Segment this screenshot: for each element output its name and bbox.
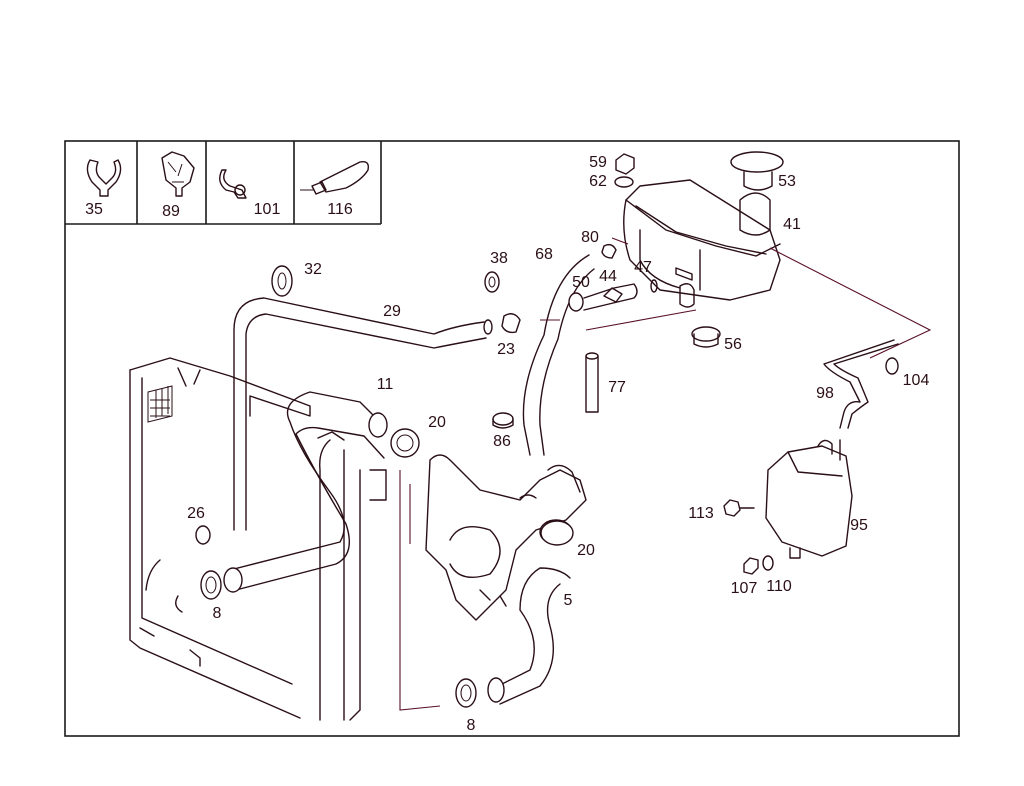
callout-38: 38: [490, 250, 508, 267]
callout-8-left: 8: [213, 605, 222, 622]
cable-tie-116-icon: [300, 160, 370, 195]
legend-label-89: 89: [162, 203, 180, 220]
washer-47: [650, 279, 658, 293]
clip-35-icon: [86, 159, 122, 197]
hose-clamp-8a: [200, 570, 222, 600]
legend-panel: 35 89 101 116: [65, 141, 382, 225]
callout-59: 59: [589, 154, 607, 171]
clip-101-icon: [219, 169, 247, 199]
callout-107: 107: [731, 580, 758, 597]
hose-68: [522, 254, 595, 456]
legend-label-101: 101: [254, 201, 281, 218]
callout-26: 26: [187, 505, 205, 522]
clip-80: [601, 237, 629, 259]
hose-clamp-20b: [540, 520, 574, 546]
callout-41: 41: [783, 216, 801, 233]
callout-80: 80: [581, 229, 599, 246]
callout-86: 86: [493, 433, 511, 450]
callout-77: 77: [608, 379, 626, 396]
callout-110: 110: [766, 578, 792, 595]
hose-clamp-26: [195, 525, 211, 545]
callout-11: 11: [377, 376, 394, 393]
hose-29: [233, 297, 493, 531]
nut-59: [615, 153, 635, 175]
callout-98: 98: [816, 385, 834, 402]
radiator: [129, 357, 387, 721]
callout-32: 32: [304, 261, 322, 278]
grommet-104: [885, 357, 899, 375]
callout-95: 95: [850, 517, 868, 534]
hose-clamp-8b: [455, 678, 477, 708]
legend-label-116: 116: [327, 201, 353, 218]
callout-50: 50: [572, 274, 590, 291]
callout-20-lower: 20: [577, 542, 595, 559]
hose-11: [223, 391, 388, 593]
sensor-50: [568, 283, 638, 312]
grommet-32: [271, 265, 293, 297]
grommet-56: [691, 326, 721, 348]
hose-clamp-20a: [390, 428, 420, 458]
hose-98: [823, 339, 899, 429]
callout-53: 53: [778, 173, 796, 190]
callout-68: 68: [535, 246, 553, 263]
clamp-44: [603, 287, 623, 303]
washer-62: [614, 176, 634, 188]
callout-113: 113: [688, 505, 714, 522]
cap-53: [730, 151, 784, 191]
callout-56: 56: [724, 336, 742, 353]
nut-107: [743, 557, 759, 575]
clip-89-icon: [161, 151, 195, 197]
callout-62: 62: [589, 173, 607, 190]
callout-8-bottom: 8: [467, 717, 476, 734]
callout-23: 23: [497, 341, 515, 358]
clip-23: [501, 313, 521, 334]
callout-47: 47: [634, 259, 652, 276]
washer-110: [762, 555, 774, 571]
callout-20-upper: 20: [428, 414, 446, 431]
grommet-86: [492, 412, 514, 429]
expansion-tank: [623, 179, 781, 308]
hose-5: [487, 567, 571, 705]
callout-44: 44: [599, 268, 617, 285]
leader-lines: [399, 247, 932, 711]
screw-113: [723, 499, 755, 517]
callout-29: 29: [383, 303, 401, 320]
washer-reservoir-95: [765, 439, 853, 559]
pipe-77: [585, 352, 599, 413]
diagram-frame: [64, 140, 960, 737]
legend-label-35: 35: [85, 201, 103, 218]
callout-5: 5: [564, 592, 573, 609]
grommet-38: [484, 271, 500, 293]
callout-104: 104: [903, 372, 930, 389]
callout-labels: 59 62 53 41 80 68 38 44 47 50 32 29 23 5…: [187, 154, 929, 734]
